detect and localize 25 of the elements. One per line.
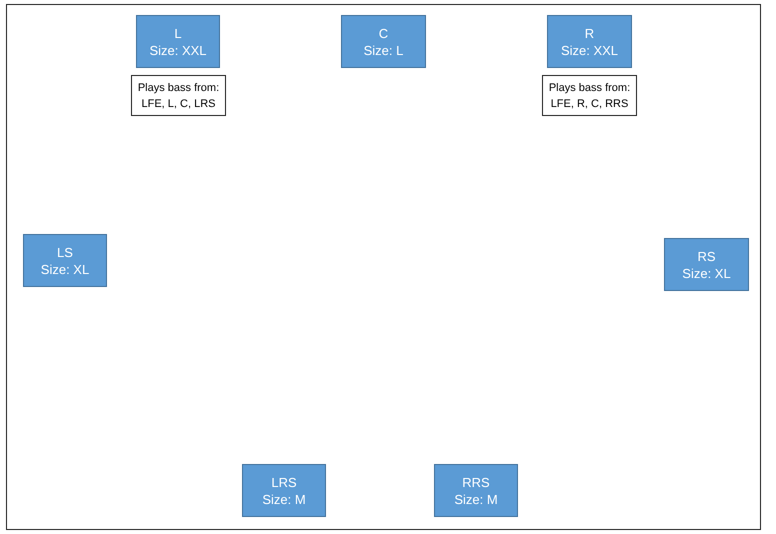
note-text: Plays bass from: LFE, L, C, LRS xyxy=(136,80,220,112)
note-box xyxy=(131,75,226,116)
speaker-box xyxy=(242,464,326,517)
speaker-name: LS xyxy=(57,244,73,260)
speaker-name: C xyxy=(378,24,388,42)
speaker-size: Size: M xyxy=(262,490,306,508)
speaker-name: L xyxy=(174,24,182,42)
speaker-name: RS xyxy=(697,248,716,264)
speaker-box xyxy=(23,234,107,287)
speaker-box xyxy=(341,15,426,68)
speaker-size: Size: XL xyxy=(40,260,90,278)
speaker-box xyxy=(547,15,632,68)
speaker-name: RRS xyxy=(462,474,490,490)
speaker-box xyxy=(136,15,220,68)
speaker-size: Size: XXL xyxy=(149,42,207,58)
speaker-size: Size: L xyxy=(364,42,404,58)
speaker-name: R xyxy=(584,24,594,42)
speaker-size: Size: M xyxy=(454,490,498,508)
note-text: Plays bass from: LFE, R, C, RRS xyxy=(548,80,632,112)
speaker-box xyxy=(434,464,518,517)
speaker-size: Size: XXL xyxy=(560,42,618,58)
speaker-size: Size: XL xyxy=(682,264,731,282)
speaker-box xyxy=(664,238,749,291)
speaker-name: LRS xyxy=(271,474,297,490)
note-box xyxy=(542,75,637,116)
